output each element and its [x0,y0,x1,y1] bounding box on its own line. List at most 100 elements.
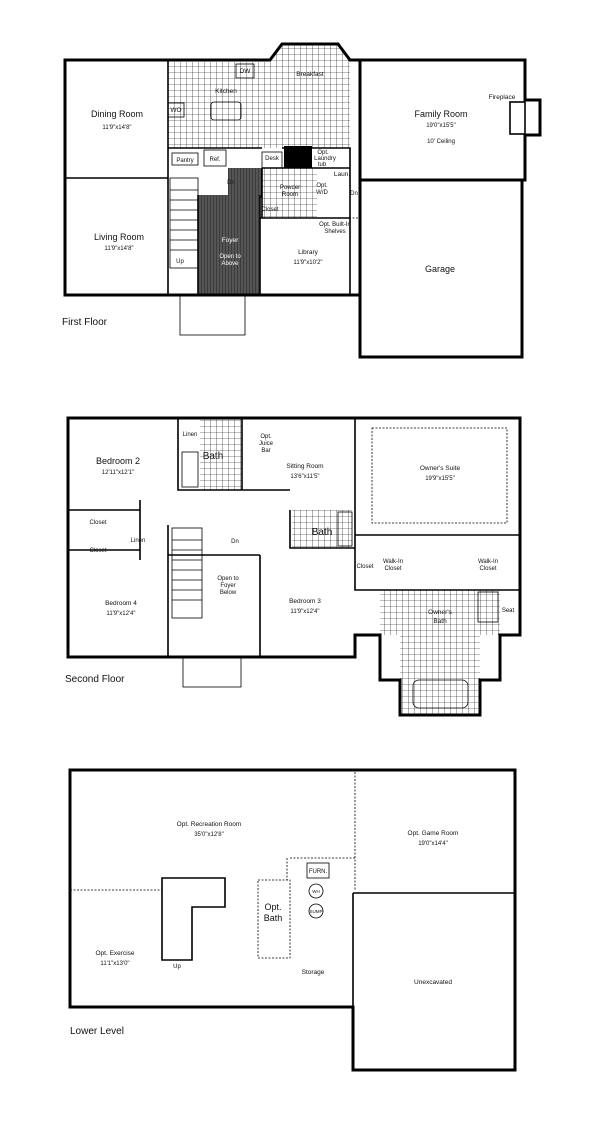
hall-bath-label: Bath [203,451,224,462]
open-to-foyer-label-2: Foyer [220,583,235,589]
powder-room-label-2: Room [282,192,298,198]
wd-label-2: W/D [316,190,328,196]
juice-bar-label-2: Juice [259,441,274,447]
second-floor-walls [68,418,520,657]
bedroom-3-dims: 11'9"x12'4" [290,609,319,615]
first-floor-title: First Floor [62,317,108,328]
stair-wall [161,877,226,961]
game-room-dims: 19'0"x14'4" [418,841,448,847]
fireplace-label: Fireplace [489,94,516,101]
laundry-tub-label: Opt. [317,150,329,156]
family-room-label: Family Room [414,109,467,119]
walk-in-closet-label-2: Closet [384,566,401,572]
foyer-floor [198,195,260,295]
linen-label-2: Linen [131,538,146,544]
shower [477,591,499,623]
stairs-down-label: Dn [227,180,235,186]
powder-room-label: Powder [280,185,300,191]
stairs [171,527,203,619]
second-floor-title: Second Floor [65,674,125,685]
sump-label: SUMP [309,909,322,914]
juice-bar-label: Opt. [260,434,272,440]
first-floor: Dining Room 11'9"x14'8" Living Room 11'9… [62,42,542,359]
tray-ceiling [371,427,508,524]
family-room-ceiling: 10' Ceiling [427,139,455,145]
open-to-foyer-label: Open to [217,576,239,582]
laundry-tub-label-2: Laundry [314,156,336,162]
stairs-down-label: Dn [231,539,239,545]
exercise-room-label: Opt. Exercise [95,950,134,957]
opt-bath-label-2: Bath [264,913,283,923]
library-dims: 11'9"x10'2" [293,260,322,266]
unexcavated-label: Unexcavated [414,979,452,986]
soaking-tub [412,679,469,709]
storage-label: Storage [302,969,325,976]
owners-suite-dims: 19'9"x15'5" [425,476,455,482]
exercise-room-dims: 11'1"x13'0" [100,961,129,967]
pantry-label: Pantry [176,158,193,164]
water-heater [308,883,324,899]
bedroom-4-dims: 11'9"x12'4" [106,611,135,617]
owners-suite-label: Owner's Suite [420,465,461,472]
chimney-chase [284,146,312,168]
opt-bath-label: Opt. [264,902,281,912]
bedroom-3-label: Bedroom 3 [289,598,321,605]
stairs-up-label: Up [176,259,184,265]
sitting-room-dims: 13'6"x11'5" [290,474,319,480]
closet-label: Closet [261,207,278,213]
garage-label: Garage [425,264,455,274]
living-room-label: Living Room [94,232,144,242]
bath-3-label: Bath [312,527,333,538]
living-room-dims: 11'9"x14'8" [104,246,133,252]
kitchen-tile [168,44,350,148]
closet-label: Closet [89,520,106,526]
desk-label: Desk [265,156,280,162]
dishwasher-label: DW [240,68,252,75]
porch-roof [182,656,242,688]
seat-label: Seat [502,608,515,614]
ref-label: Ref. [209,157,220,163]
library-label: Library [298,249,319,256]
family-room-dims: 19'0"x15'5" [426,123,456,129]
hall-floor [228,168,262,198]
kitchen-island [210,101,242,121]
second-floor: Bedroom 2 12'11"x12'1" Sitting Room 13'6… [65,416,522,717]
shelves-label: Opt. Built-In [319,222,351,228]
owners-bath-tile [360,590,500,715]
bath-3-tile [292,510,352,548]
tub [181,451,199,488]
owners-bath-label-2: Bath [433,618,447,625]
sitting-room-label: Sitting Room [286,463,323,470]
walk-in-closet-label: Walk-In [383,559,403,565]
stairs-up-label: Up [173,964,181,970]
tub-2 [337,511,353,547]
porch [179,294,246,336]
open-to-foyer-label-3: Below [220,590,237,596]
foyer-note: Open to [219,254,241,260]
walk-in-closet-2-label: Walk-In [478,559,498,565]
powder-tile [262,168,317,218]
foyer-note-2: Above [221,261,239,267]
laundry-tub-label-3: tub [318,162,327,168]
foyer-label: Foyer [222,237,239,244]
dining-room-dims: 11'9"x14'8" [102,125,131,131]
recreation-room-dims: 35'0"x12'8" [194,832,224,838]
lower-level: Opt. Recreation Room 35'0"x12'8" Opt. Ga… [68,768,517,1072]
garage-wall [358,60,522,357]
game-room-label: Opt. Game Room [408,830,459,837]
wall-oven-label: WO [170,107,181,114]
owners-bath-label: Owner's [428,609,452,616]
laundry-label: Laun. [334,171,350,178]
furnace-label: FURN. [309,869,328,875]
closet-label-2: Closet [89,548,106,554]
linen-label: Linen [183,432,198,438]
garage-steps-label: Dn [350,191,358,197]
wd-label: Opt. [316,183,328,189]
bedroom-2-label: Bedroom 2 [96,456,140,466]
shelves-label-2: Shelves [324,229,345,235]
closet-label-3: Closet [356,564,373,570]
kitchen-label: Kitchen [215,88,237,95]
lower-level-title: Lower Level [70,1026,124,1037]
hall-bath-tile [200,418,242,490]
